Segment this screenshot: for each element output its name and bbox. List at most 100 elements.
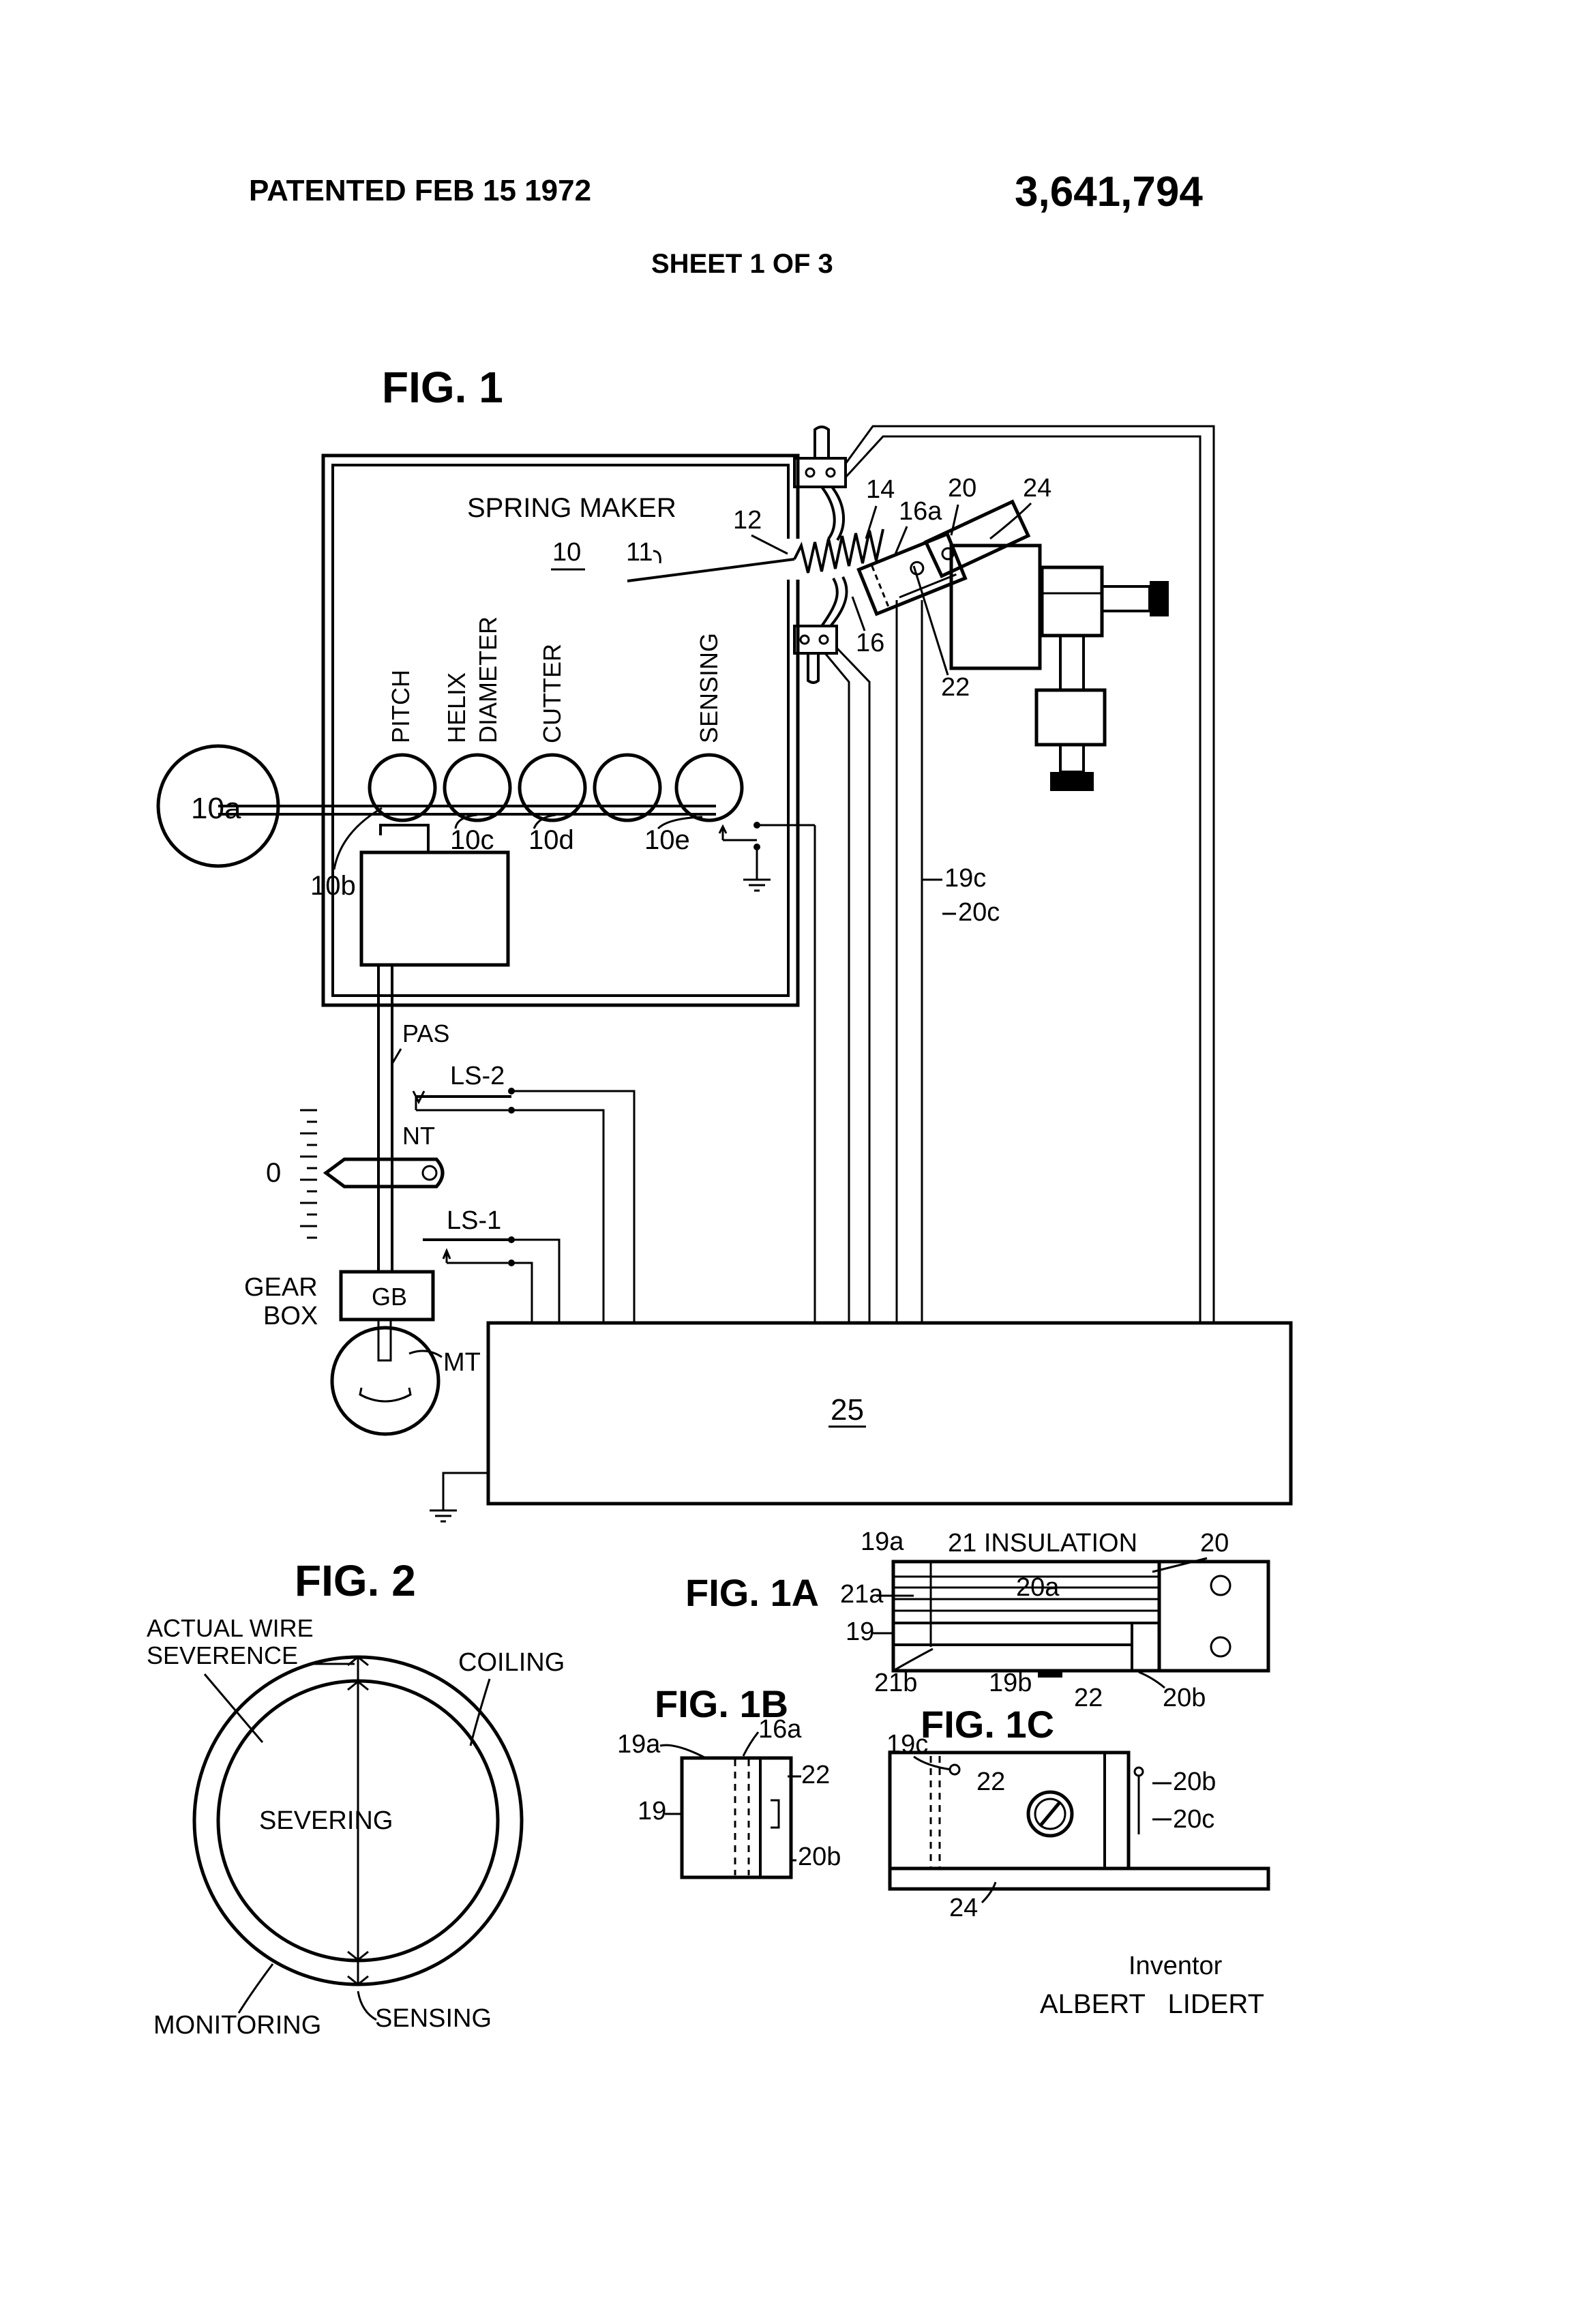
ref-19c-fig1: 19c	[944, 864, 986, 893]
ref-22-fig1b: 22	[801, 1761, 830, 1789]
fig1b-title: FIG. 1B	[655, 1682, 788, 1725]
ref-20a: 20a	[1016, 1573, 1060, 1602]
inventor-label: Inventor	[1129, 1952, 1223, 1980]
fig1b-block	[680, 1756, 793, 1879]
label-cutter: CUTTER	[538, 644, 566, 743]
ref-19-fig1a: 19	[846, 1618, 874, 1646]
ref-19a-fig1a: 19a	[861, 1528, 904, 1556]
label-monitoring: MONITORING	[153, 2011, 321, 2040]
fig1c-title: FIG. 1C	[921, 1703, 1054, 1746]
ref-20-fig1a: 20	[1200, 1529, 1229, 1558]
ref-19-fig1b: 19	[638, 1797, 666, 1826]
ref-22-fig1: 22	[941, 673, 970, 702]
ref-10: 10	[552, 538, 581, 567]
ref-20b-fig1a: 20b	[1163, 1684, 1206, 1712]
spring-coil	[793, 528, 884, 573]
ref-19a-fig1b: 19a	[617, 1730, 661, 1759]
ref-20-fig1: 20	[948, 474, 976, 503]
roller-sensing	[674, 753, 744, 822]
label-coiling: COILING	[458, 1648, 565, 1677]
fig1a-block-20	[891, 1560, 1270, 1673]
ref-11: 11	[626, 538, 653, 567]
roller-pitch	[368, 753, 437, 822]
fig1c-base-24	[888, 1866, 1270, 1891]
ref-10c: 10c	[450, 825, 494, 855]
label-21-insulation: 21 INSULATION	[948, 1529, 1137, 1558]
patent-number: 3,641,794	[1015, 168, 1203, 215]
label-diameter: DIAMETER	[474, 616, 502, 743]
ref-22-fig1a: 22	[1074, 1684, 1103, 1712]
roller-helix-diameter	[443, 753, 512, 822]
label-ls2: LS-2	[450, 1062, 505, 1090]
fig2-title: FIG. 2	[295, 1556, 416, 1605]
wire-11	[627, 558, 795, 582]
ref-19c-fig1c: 19c	[886, 1730, 928, 1759]
control-unit-25	[486, 1321, 1293, 1506]
label-gb: GB	[372, 1283, 407, 1311]
fig1b: FIG. 1B 19a 16a 22 19 20b	[617, 1682, 841, 1879]
ref-20c-fig1: 20c	[958, 898, 1000, 927]
patented-date: PATENTED FEB 15 1972	[249, 174, 591, 207]
ref-10b: 10b	[310, 871, 356, 901]
adjuster-knob-right	[1150, 581, 1169, 616]
adjuster-knob-bottom	[1050, 772, 1094, 791]
label-sensing: SENSING	[695, 633, 723, 743]
ref-10d: 10d	[528, 825, 574, 855]
label-severence: SEVERENCE	[147, 1641, 298, 1669]
ref-22-fig1c: 22	[976, 1768, 1005, 1796]
label-helix: HELIX	[443, 672, 471, 743]
roller-idle	[593, 753, 662, 822]
inventor-name: ALBERT LIDERT	[1040, 1989, 1264, 2019]
pitch-drive-block	[359, 850, 510, 967]
fig1: FIG. 1 SPRING MAKER 10 11 12	[156, 363, 1293, 1523]
fig1-title: FIG. 1	[382, 363, 503, 412]
fig1a: FIG. 1A 19a 21 INSULATION 20 21a 20a 19 …	[685, 1528, 1270, 1712]
ref-16a: 16a	[899, 497, 942, 526]
ref-20b-fig1b: 20b	[798, 1843, 841, 1871]
fig1c: FIG. 1C 19c 22 20b 20c 24	[886, 1703, 1270, 1922]
ref-24-fig1c: 24	[949, 1894, 978, 1922]
label-actual-wire: ACTUAL WIRE	[147, 1614, 314, 1642]
lower-guide-bracket	[793, 625, 838, 655]
label-gear: GEAR	[244, 1273, 318, 1302]
adjuster-housing	[1040, 565, 1104, 638]
label-severing: SEVERING	[259, 1806, 393, 1835]
ref-19b: 19b	[989, 1669, 1032, 1697]
ref-16a-fig1b: 16a	[758, 1715, 802, 1744]
pitch-scale	[300, 1109, 317, 1239]
label-sensing-fig2: SENSING	[375, 2004, 492, 2033]
pitch-adjust-screw	[377, 964, 393, 1273]
ref-25: 25	[831, 1393, 864, 1427]
upper-guide-bracket	[793, 457, 847, 488]
ref-16: 16	[856, 629, 884, 657]
ref-20b-fig1c: 20b	[1173, 1768, 1216, 1796]
ref-10a: 10a	[191, 792, 241, 825]
ref-12: 12	[733, 506, 762, 535]
label-pitch: PITCH	[387, 670, 415, 743]
spring-maker-box	[321, 453, 800, 1007]
label-ls1: LS-1	[447, 1206, 501, 1235]
nut-pointer-nt	[323, 1157, 445, 1189]
ref-20c-fig1c: 20c	[1173, 1805, 1214, 1834]
fig2: FIG. 2 ACTUAL WIRE SEVERENCE COILING SEV…	[147, 1556, 565, 2040]
fig1c-block	[888, 1751, 1131, 1871]
motor-mt	[330, 1326, 441, 1436]
ref-21b: 21b	[874, 1669, 917, 1697]
label-mt: MT	[443, 1348, 481, 1377]
ref-14: 14	[866, 475, 895, 504]
fig1c-screw-22	[1026, 1790, 1074, 1838]
ref-24-fig1: 24	[1023, 474, 1051, 503]
fig1a-title: FIG. 1A	[685, 1571, 819, 1614]
spring-maker-label: SPRING MAKER	[467, 493, 676, 523]
ref-10e: 10e	[644, 825, 690, 855]
label-nt: NT	[402, 1122, 435, 1150]
sheet-number: SHEET 1 OF 3	[651, 249, 833, 279]
scale-zero: 0	[266, 1158, 281, 1188]
label-box: BOX	[263, 1302, 318, 1330]
holder-block-20	[949, 543, 1042, 670]
ref-21a: 21a	[840, 1580, 884, 1609]
sensing-finger-16a	[856, 531, 968, 616]
label-pas: PAS	[402, 1019, 449, 1047]
roller-cutter	[518, 753, 587, 822]
